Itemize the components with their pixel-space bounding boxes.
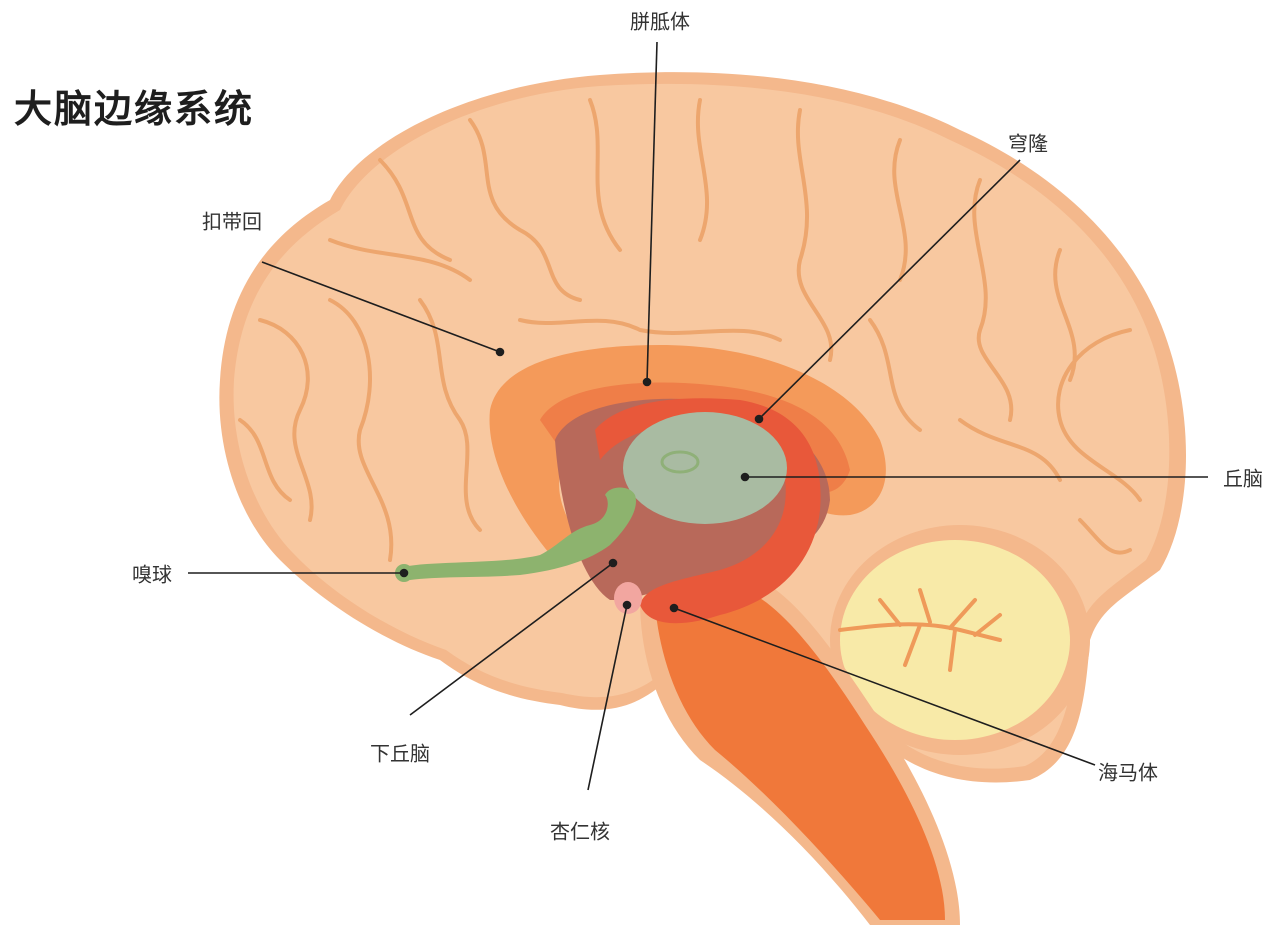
fornix-hippocampus [595, 398, 821, 624]
label-olfactory-bulb: 嗅球 [132, 562, 172, 587]
label-fornix: 穹隆 [1008, 131, 1048, 156]
label-cingulate-gyrus: 扣带回 [202, 209, 262, 234]
arbor-vitae [838, 588, 1002, 672]
label-hippocampus: 海马体 [1098, 760, 1158, 785]
leader-lines [188, 41, 1208, 791]
label-corpus-callosum: 胼胝体 [630, 9, 690, 34]
amygdala [614, 582, 642, 614]
label-thalamus: 丘脑 [1223, 466, 1263, 491]
brainstem [655, 595, 945, 920]
thalamus [623, 412, 787, 524]
label-hypothalamus: 下丘脑 [370, 741, 430, 766]
sulci [238, 98, 1142, 562]
olfactory-tract [398, 487, 636, 580]
label-amygdala: 杏仁核 [550, 819, 610, 844]
thalamus-core [660, 450, 700, 474]
diagram-title: 大脑边缘系统 [14, 86, 255, 131]
